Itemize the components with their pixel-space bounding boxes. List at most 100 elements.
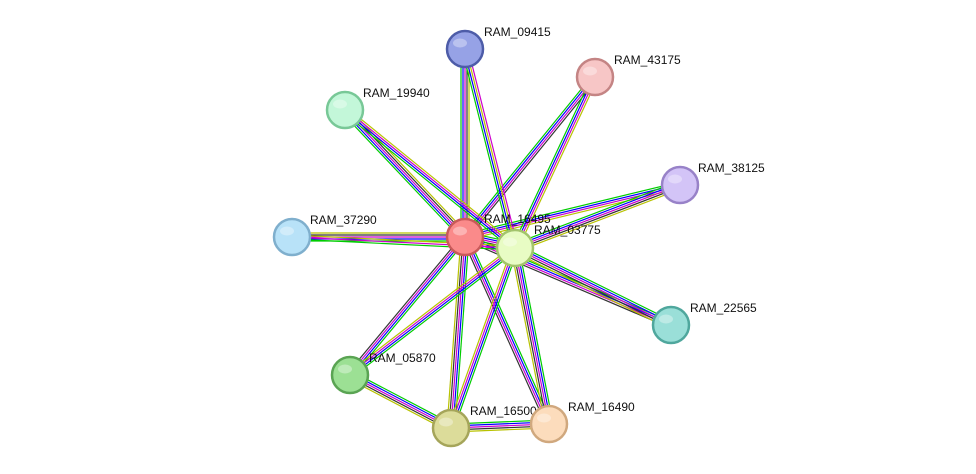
edge-evidence-line — [461, 237, 547, 426]
node-highlight — [333, 99, 347, 109]
edge-n03775-n16490 — [510, 247, 554, 425]
node-ram-43175[interactable]: RAM_43175 — [575, 53, 681, 97]
edge-evidence-line — [513, 76, 595, 248]
edge-evidence-line — [448, 236, 464, 428]
node-ram-16490[interactable]: RAM_16490 — [529, 400, 635, 444]
edge-evidence-line — [467, 48, 519, 248]
node-circle[interactable] — [272, 217, 312, 257]
node-ram-09415[interactable]: RAM_09415 — [445, 25, 551, 69]
edge-n03775-n09415 — [461, 48, 519, 249]
node-highlight — [338, 364, 352, 374]
edge-evidence-line — [465, 48, 517, 248]
node-circle[interactable] — [575, 57, 615, 97]
node-ram-16495[interactable]: RAM_16495 — [445, 212, 551, 257]
edge-evidence-line — [348, 235, 465, 375]
node-label: RAM_16490 — [568, 400, 635, 414]
edge-evidence-line — [351, 370, 454, 425]
node-highlight — [583, 66, 597, 76]
edge-evidence-line — [450, 236, 466, 429]
node-highlight — [668, 174, 682, 184]
edge-evidence-line — [351, 238, 468, 378]
node-highlight — [659, 314, 673, 324]
node-circle[interactable] — [445, 29, 485, 69]
node-label: RAM_09415 — [484, 25, 551, 39]
node-circle[interactable] — [651, 305, 691, 345]
node-circle[interactable] — [325, 90, 365, 130]
node-circle[interactable] — [529, 404, 569, 444]
edge-evidence-line — [453, 248, 519, 430]
edge-evidence-line — [344, 109, 466, 238]
node-circle[interactable] — [431, 408, 471, 448]
edge-evidence-line — [446, 236, 462, 428]
edge-evidence-line — [347, 234, 464, 374]
node-highlight — [439, 417, 453, 427]
node-label: RAM_37290 — [310, 213, 377, 227]
edge-n03775-n19940 — [342, 107, 518, 251]
edge-evidence-line — [347, 245, 514, 374]
edge-n03775-n43175 — [511, 75, 599, 250]
edge-evidence-line — [517, 78, 599, 250]
edges-layer — [291, 48, 682, 433]
edge-evidence-line — [464, 183, 680, 237]
node-label: RAM_05870 — [369, 351, 436, 365]
edge-evidence-line — [514, 247, 550, 425]
edge-evidence-line — [465, 77, 597, 239]
edge-evidence-line — [513, 249, 671, 328]
edge-evidence-line — [463, 49, 515, 249]
node-circle[interactable] — [495, 228, 535, 268]
node-ram-03775[interactable]: RAM_03775 — [495, 223, 601, 268]
edge-evidence-line — [510, 248, 546, 425]
edge-n03775-n38125 — [513, 180, 682, 253]
edge-evidence-line — [341, 112, 463, 241]
edge-evidence-line — [515, 186, 681, 251]
edge-evidence-line — [349, 246, 515, 375]
edge-evidence-line — [466, 78, 598, 240]
edge-evidence-line — [464, 181, 680, 235]
node-circle[interactable] — [445, 217, 485, 257]
edge-evidence-line — [343, 110, 515, 250]
edge-evidence-line — [351, 249, 518, 378]
node-circle[interactable] — [660, 165, 700, 205]
node-ram-38125[interactable]: RAM_38125 — [660, 161, 765, 205]
edge-n03775-n05870 — [347, 245, 518, 378]
node-highlight — [503, 237, 517, 247]
edge-evidence-line — [350, 237, 467, 377]
edge-n03775-n22565 — [512, 243, 674, 330]
edge-evidence-line — [463, 75, 595, 237]
node-label: RAM_22565 — [690, 301, 757, 315]
edge-n16495-n05870 — [347, 234, 468, 378]
edge-evidence-line — [342, 111, 514, 251]
edge-evidence-line — [514, 247, 672, 326]
node-label: RAM_16500 — [470, 404, 537, 418]
edge-evidence-line — [346, 108, 467, 237]
edge-n03775-n16500 — [447, 246, 519, 430]
node-highlight — [453, 38, 467, 48]
node-label: RAM_16495 — [484, 212, 551, 226]
edge-evidence-line — [512, 251, 670, 330]
edge-evidence-line — [462, 74, 594, 236]
edge-evidence-line — [449, 247, 515, 428]
edge-evidence-line — [465, 236, 551, 424]
edge-n16495-n43175 — [462, 74, 598, 240]
node-label: RAM_38125 — [698, 161, 765, 175]
node-circle[interactable] — [330, 355, 370, 395]
edge-evidence-line — [347, 106, 469, 235]
node-ram-16500[interactable]: RAM_16500 — [431, 404, 537, 448]
node-label: RAM_19940 — [363, 86, 430, 100]
edge-evidence-line — [346, 107, 518, 247]
node-ram-22565[interactable]: RAM_22565 — [651, 301, 757, 345]
edge-evidence-line — [516, 188, 682, 253]
edge-evidence-line — [463, 237, 549, 425]
edge-evidence-line — [347, 378, 450, 433]
edge-evidence-line — [345, 108, 517, 248]
edge-evidence-line — [451, 248, 517, 429]
node-ram-19940[interactable]: RAM_19940 — [325, 86, 430, 130]
edge-evidence-line — [515, 77, 597, 249]
edge-evidence-line — [461, 49, 513, 249]
node-ram-05870[interactable]: RAM_05870 — [330, 351, 436, 395]
node-ram-37290[interactable]: RAM_37290 — [272, 213, 377, 257]
node-highlight — [280, 226, 294, 236]
edge-n16495-n16500 — [446, 236, 470, 429]
